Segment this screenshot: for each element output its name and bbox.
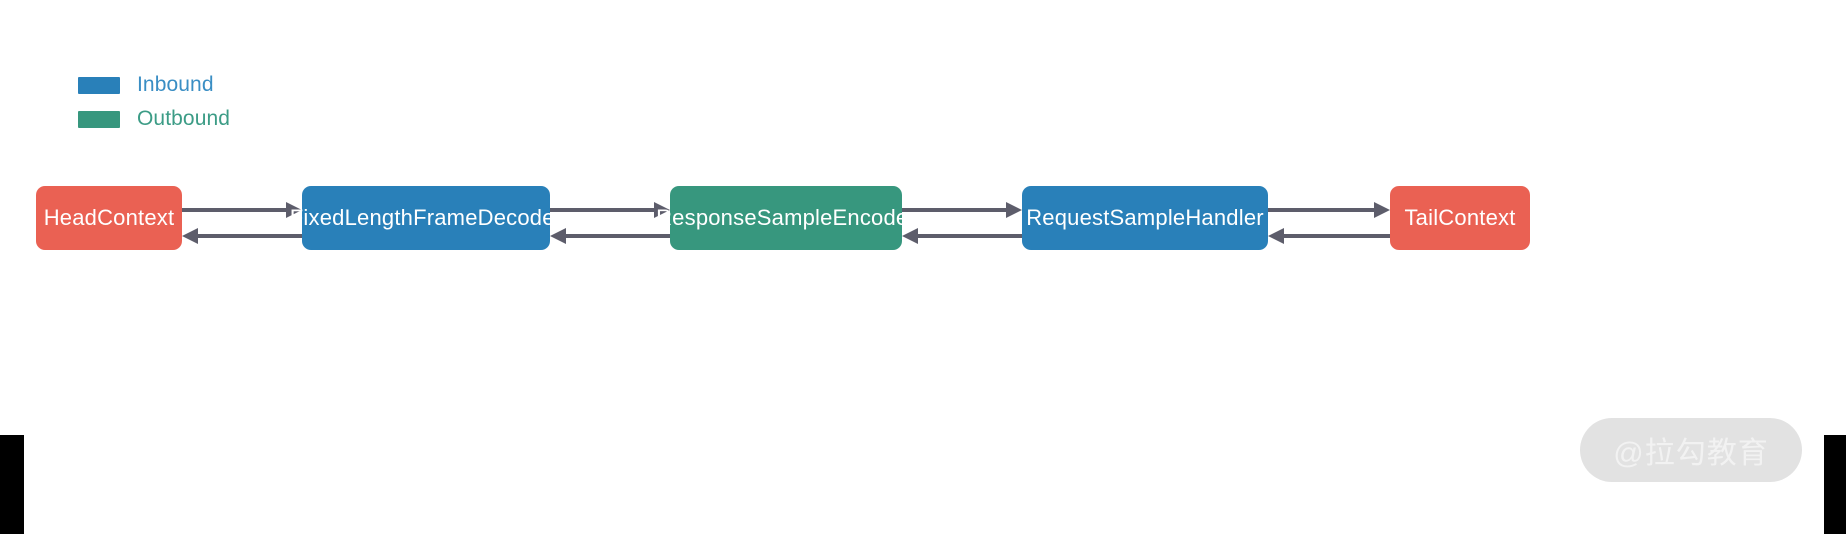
- connector-arrow: [1268, 228, 1390, 244]
- arrow-head-icon: [550, 228, 566, 244]
- connector-line: [1282, 234, 1390, 238]
- arrow-head-icon: [1374, 202, 1390, 218]
- connector-arrow: [902, 228, 1022, 244]
- legend-item-outbound: Outbound: [78, 102, 230, 136]
- pipeline-node-fixedlengthframedecoder[interactable]: FixedLengthFrameDecoder: [290, 186, 562, 250]
- pipeline-node-responsesampleencoder[interactable]: ResponseSampleEncoder: [656, 186, 916, 250]
- bottom-left-edge-bar: [0, 435, 24, 534]
- pipeline-node-headcontext[interactable]: HeadContext: [36, 186, 182, 250]
- pipeline-node-label: TailContext: [1404, 205, 1516, 230]
- connector-arrow: [1268, 202, 1390, 218]
- connector-line: [564, 234, 670, 238]
- legend: Inbound Outbound: [78, 68, 230, 136]
- legend-swatch-inbound: [78, 76, 120, 94]
- legend-label-outbound: Outbound: [137, 107, 231, 130]
- pipeline-node-label: HeadContext: [43, 205, 175, 230]
- pipeline-node-requestsamplehandler[interactable]: RequestSampleHandler: [1022, 186, 1268, 250]
- connector-line: [550, 208, 656, 212]
- connector-line: [1268, 208, 1376, 212]
- arrow-head-icon: [902, 228, 918, 244]
- legend-item-inbound: Inbound: [78, 68, 230, 102]
- connector-line: [902, 208, 1008, 212]
- connector-arrow: [182, 228, 302, 244]
- arrow-head-icon: [182, 228, 198, 244]
- legend-label-inbound: Inbound: [137, 73, 214, 96]
- bottom-right-edge-bar: [1824, 435, 1846, 534]
- arrow-head-icon: [1006, 202, 1022, 218]
- connector-arrow: [902, 202, 1022, 218]
- connector-arrow: [182, 202, 302, 218]
- pipeline-node-label: RequestSampleHandler: [1026, 205, 1264, 230]
- connector-line: [916, 234, 1022, 238]
- connector-line: [196, 234, 302, 238]
- connector-line: [182, 208, 288, 212]
- pipeline-node-label: FixedLengthFrameDecoder: [289, 205, 563, 230]
- arrow-head-icon: [1268, 228, 1284, 244]
- legend-swatch-outbound: [78, 110, 120, 128]
- arrow-head-icon: [654, 202, 670, 218]
- connector-arrow: [550, 202, 670, 218]
- watermark-badge: @拉勾教育: [1580, 418, 1802, 482]
- watermark-text: @拉勾教育: [1613, 437, 1769, 470]
- connector-arrow: [550, 228, 670, 244]
- pipeline-node-tailcontext[interactable]: TailContext: [1390, 186, 1530, 250]
- arrow-head-icon: [286, 202, 302, 218]
- pipeline-node-label: ResponseSampleEncoder: [656, 205, 916, 230]
